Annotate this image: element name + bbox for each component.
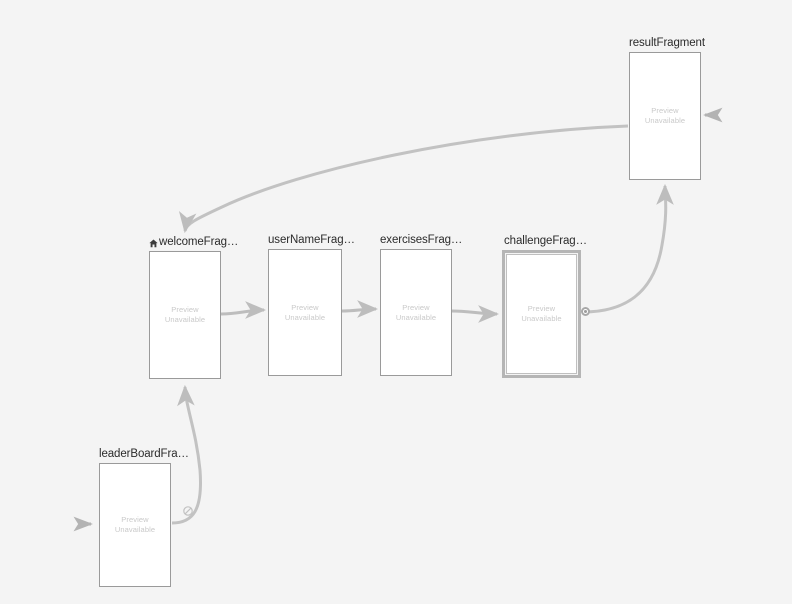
node-exercisesfragment[interactable]: exercisesFrag… Preview Unavailable <box>380 234 462 376</box>
preview-line-2: Unavailable <box>521 314 562 323</box>
node-label-leaderboardfragment: leaderBoardFra… <box>99 448 189 461</box>
node-preview-leaderboardfragment[interactable]: Preview Unavailable <box>99 463 171 587</box>
preview-line-1: Preview <box>402 302 430 312</box>
node-label-text: resultFragment <box>629 37 705 49</box>
preview-line-1: Preview <box>651 106 679 115</box>
preview-unavailable-text: Preview Unavailable <box>165 305 205 325</box>
preview-line-2: Unavailable <box>164 315 206 324</box>
node-resultfragment[interactable]: resultFragment Preview Unavailable <box>629 37 705 180</box>
node-label-challengefragment: challengeFrag… <box>504 235 587 248</box>
node-welcomefragment[interactable]: welcomeFrag… Preview Unavailable <box>149 236 238 379</box>
node-preview-usernamefragment[interactable]: Preview Unavailable <box>268 249 342 376</box>
pop-to-icon <box>183 506 193 516</box>
node-preview-welcomefragment[interactable]: Preview Unavailable <box>149 251 221 379</box>
edge-welcome-to-username[interactable] <box>220 301 267 319</box>
preview-unavailable-text: Preview Unavailable <box>396 303 436 323</box>
node-label-text: challengeFrag… <box>504 235 587 247</box>
node-leaderboardfragment[interactable]: leaderBoardFra… Preview Unavailable <box>99 448 189 587</box>
preview-line-2: Unavailable <box>644 116 686 125</box>
edge-challenge-to-result[interactable] <box>582 183 674 314</box>
node-label-usernamefragment: userNameFrag… <box>268 234 355 247</box>
preview-line-1: Preview <box>171 305 199 314</box>
preview-line-1: Preview <box>527 304 556 313</box>
node-label-text: exercisesFrag… <box>380 234 463 246</box>
node-preview-resultfragment[interactable]: Preview Unavailable <box>629 52 701 180</box>
preview-unavailable-text: Preview Unavailable <box>285 303 325 323</box>
preview-line-1: Preview <box>121 515 149 524</box>
node-challengefragment[interactable]: challengeFrag… Preview Unavailable <box>502 235 590 378</box>
node-label-text: leaderBoardFra… <box>99 448 189 460</box>
edge-exercises-to-challenge[interactable] <box>451 305 500 323</box>
node-label-welcomefragment: welcomeFrag… <box>149 236 238 249</box>
node-preview-challengefragment[interactable]: Preview Unavailable <box>502 250 581 378</box>
node-label-text: welcomeFrag… <box>159 236 239 248</box>
edge-result-to-welcome[interactable] <box>178 124 629 234</box>
node-usernamefragment[interactable]: userNameFrag… Preview Unavailable <box>268 234 355 376</box>
edge-username-to-exercises[interactable] <box>341 300 379 318</box>
preview-line-2: Unavailable <box>284 312 326 322</box>
node-label-resultfragment: resultFragment <box>629 37 705 50</box>
node-label-text: userNameFrag… <box>268 234 355 246</box>
preview-unavailable-text: Preview Unavailable <box>645 106 685 126</box>
action-handle-right[interactable] <box>581 307 590 316</box>
node-preview-exercisesfragment[interactable]: Preview Unavailable <box>380 249 452 376</box>
preview-line-1: Preview <box>291 302 319 312</box>
node-label-exercisesfragment: exercisesFrag… <box>380 234 462 247</box>
home-icon <box>149 239 158 248</box>
preview-unavailable-text: Preview Unavailable <box>521 304 561 324</box>
preview-line-2: Unavailable <box>114 525 156 534</box>
preview-line-2: Unavailable <box>395 312 437 322</box>
preview-unavailable-text: Preview Unavailable <box>115 515 155 535</box>
